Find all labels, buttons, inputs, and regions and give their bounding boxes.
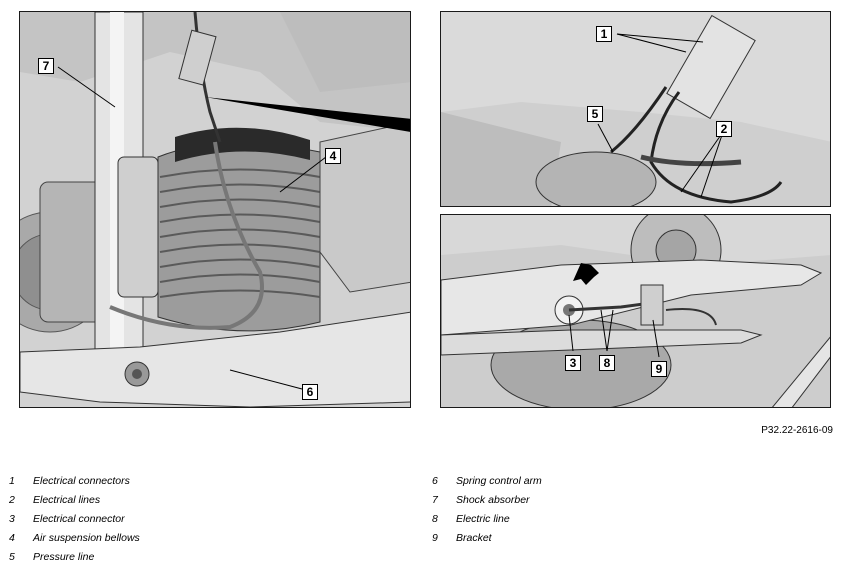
callout-9: 9: [651, 361, 667, 377]
legend-left: 1 Electrical connectors 2 Electrical lines…: [9, 475, 140, 570]
callout-7: 7: [38, 58, 54, 74]
legend-label: Electric line: [456, 513, 510, 525]
legend-label: Shock absorber: [456, 494, 530, 506]
legend-item: 9 Bracket: [432, 532, 542, 551]
legend-item: 8 Electric line: [432, 513, 542, 532]
detail-top-illustration: [441, 12, 830, 206]
callout-6: 6: [302, 384, 318, 400]
callout-8: 8: [599, 355, 615, 371]
legend-item: 4 Air suspension bellows: [9, 532, 140, 551]
legend-label: Air suspension bellows: [33, 532, 140, 544]
legend-item: 2 Electrical lines: [9, 494, 140, 513]
legend-number: 1: [9, 475, 15, 487]
legend-number: 9: [432, 532, 438, 544]
legend-label: Electrical connectors: [33, 475, 130, 487]
legend-item: 1 Electrical connectors: [9, 475, 140, 494]
callout-2: 2: [716, 121, 732, 137]
legend-label: Spring control arm: [456, 475, 542, 487]
main-illustration: [20, 12, 410, 407]
legend-item: 7 Shock absorber: [432, 494, 542, 513]
legend-number: 6: [432, 475, 438, 487]
legend-number: 4: [9, 532, 15, 544]
legend-label: Electrical connector: [33, 513, 125, 525]
figure-reference: P32.22-2616-09: [761, 425, 833, 436]
detail-bottom-illustration: [441, 215, 830, 407]
legend-item: 3 Electrical connector: [9, 513, 140, 532]
legend-right: 6 Spring control arm 7 Shock absorber 8 Ele…: [432, 475, 542, 551]
legend-item: 5 Pressure line: [9, 551, 140, 570]
detail-bottom-panel: [440, 214, 831, 408]
legend-number: 3: [9, 513, 15, 525]
callout-3: 3: [565, 355, 581, 371]
main-illustration-panel: [19, 11, 411, 408]
legend-label: Bracket: [456, 532, 492, 544]
legend-number: 5: [9, 551, 15, 563]
legend-item: 6 Spring control arm: [432, 475, 542, 494]
legend-label: Pressure line: [33, 551, 95, 563]
callout-5: 5: [587, 106, 603, 122]
callout-4: 4: [325, 148, 341, 164]
callout-1: 1: [596, 26, 612, 42]
detail-top-panel: [440, 11, 831, 207]
legend-label: Electrical lines: [33, 494, 101, 506]
legend-number: 2: [9, 494, 15, 506]
legend-number: 7: [432, 494, 438, 506]
legend-number: 8: [432, 513, 438, 525]
